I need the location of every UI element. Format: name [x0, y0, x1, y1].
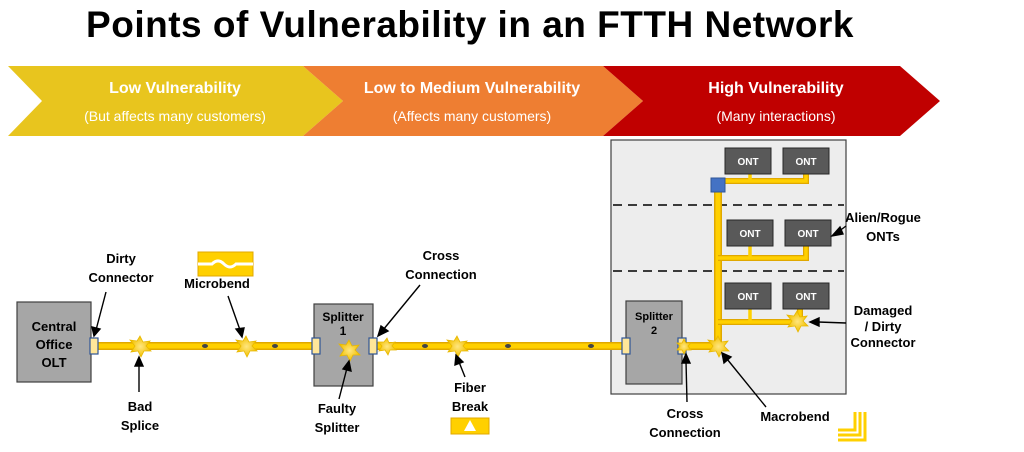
damaged-connector-label-line1: Damaged [854, 303, 913, 318]
band-low-sub: (But affects many customers) [84, 108, 266, 124]
olt-label-line3: OLT [41, 355, 66, 370]
macrobend-burst [707, 335, 730, 358]
damaged-connector-burst [786, 310, 809, 333]
dirty-connector-label-line1: Dirty [106, 251, 136, 266]
damaged-connector-label-line2: / Dirty [865, 319, 903, 334]
band-high: High Vulnerability (Many interactions) [603, 66, 940, 136]
cross-connection-2-label-line2: Connection [649, 425, 721, 440]
cross-connection-2-label-line1: Cross [667, 406, 704, 421]
faulty-splitter-label-line1: Faulty [318, 401, 357, 416]
olt-label-line1: Central [32, 319, 77, 334]
damaged-connector-label-line3: Connector [851, 335, 916, 350]
fiber-break-icon [450, 417, 490, 435]
ont-label: ONT [795, 157, 816, 168]
bad-splice-label-line2: Splice [121, 418, 159, 433]
band-low: Low Vulnerability (But affects many cust… [8, 66, 343, 136]
alien-rogue-label-line1: Alien/Rogue [845, 210, 921, 225]
ont-group: ONT ONT ONT ONT ONT ONT [724, 147, 832, 310]
callout-arrows [91, 225, 847, 408]
splitter-1-label-line2: 1 [340, 324, 347, 338]
splitter-1-out-connector [368, 337, 378, 355]
band-high-label: High Vulnerability [708, 80, 844, 97]
band-medium-sub: (Affects many customers) [393, 108, 551, 124]
faulty-splitter-burst [338, 339, 361, 362]
band-high-sub: (Many interactions) [716, 108, 835, 124]
ont-label: ONT [739, 229, 760, 240]
junction-square [710, 177, 726, 193]
fiber-break-label-line1: Fiber [454, 380, 486, 395]
band-medium-label: Low to Medium Vulnerability [364, 80, 580, 97]
olt-connector [89, 337, 99, 355]
olt-label-line2: Office [36, 337, 73, 352]
fault-bursts [129, 310, 809, 362]
ont-label: ONT [797, 229, 818, 240]
splitter-2-in-connector [621, 337, 631, 355]
microbend-label: Microbend [184, 276, 250, 291]
alien-rogue-label-line2: ONTs [866, 229, 900, 244]
faulty-splitter-label-line2: Splitter [315, 420, 360, 435]
microbend-burst [235, 335, 258, 358]
splice-marks [202, 344, 594, 348]
cross-connection-1-label-line1: Cross [423, 248, 460, 263]
dirty-connector-label-line2: Connector [89, 270, 154, 285]
band-medium: Low to Medium Vulnerability (Affects man… [303, 66, 643, 136]
band-low-label: Low Vulnerability [109, 80, 241, 97]
macrobend-label: Macrobend [760, 409, 829, 424]
splitter-1-label-line1: Splitter [322, 310, 364, 324]
page-title: Points of Vulnerability in an FTTH Netwo… [86, 4, 854, 45]
bad-splice-label-line1: Bad [128, 399, 153, 414]
cross-connection-1-label-line2: Connection [405, 267, 477, 282]
ont-label: ONT [737, 292, 758, 303]
macrobend-icon [838, 412, 867, 442]
splitter-1-in-connector [311, 337, 321, 355]
cross-connection-1-burst [377, 337, 397, 356]
microbend-icon [197, 251, 254, 277]
bad-splice-burst [129, 335, 152, 358]
ont-label: ONT [737, 157, 758, 168]
ont-label: ONT [795, 292, 816, 303]
cross-connection-2-burst [676, 338, 692, 355]
splitter-2-label-line2: 2 [651, 325, 657, 337]
splitter-2-label-line1: Splitter [635, 311, 674, 323]
fiber-break-label-line2: Break [452, 399, 489, 414]
central-office-olt [16, 301, 92, 383]
